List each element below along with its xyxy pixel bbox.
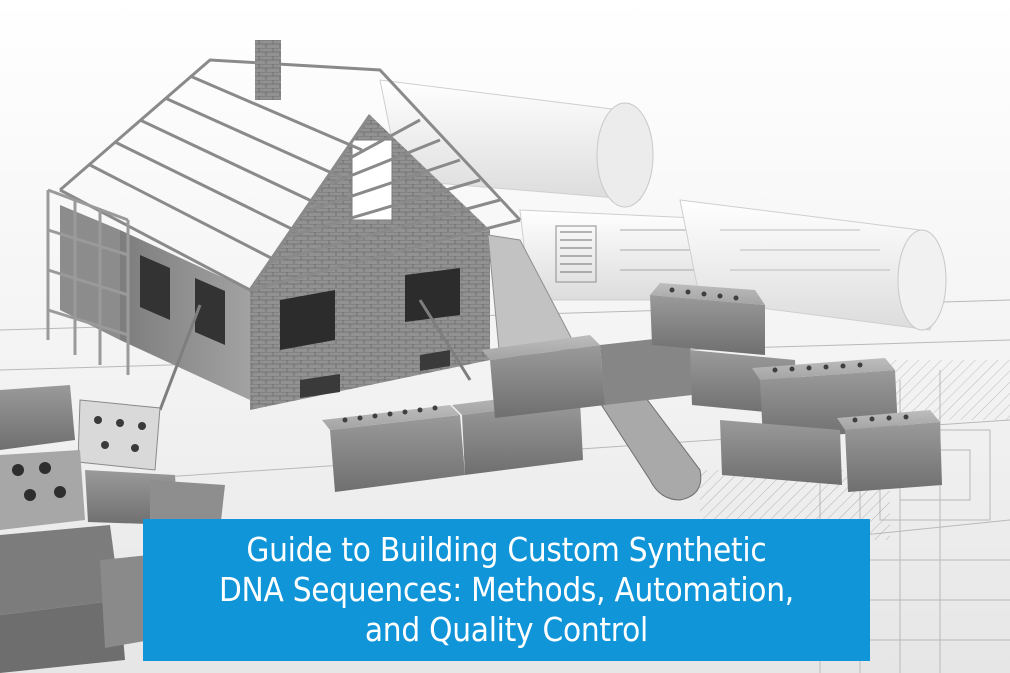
page-title: Guide to Building Custom Synthetic DNA S… [219, 530, 794, 650]
title-line-1: Guide to Building Custom Synthetic [246, 530, 767, 569]
house-model [46, 40, 522, 411]
blueprint-roll-large [379, 79, 654, 208]
brick-wall [322, 283, 942, 492]
loose-bricks-pile [0, 385, 225, 673]
title-line-2: DNA Sequences: Methods, Automation, [219, 570, 794, 609]
title-line-3: and Quality Control [364, 610, 649, 649]
title-banner: Guide to Building Custom Synthetic DNA S… [143, 519, 870, 661]
